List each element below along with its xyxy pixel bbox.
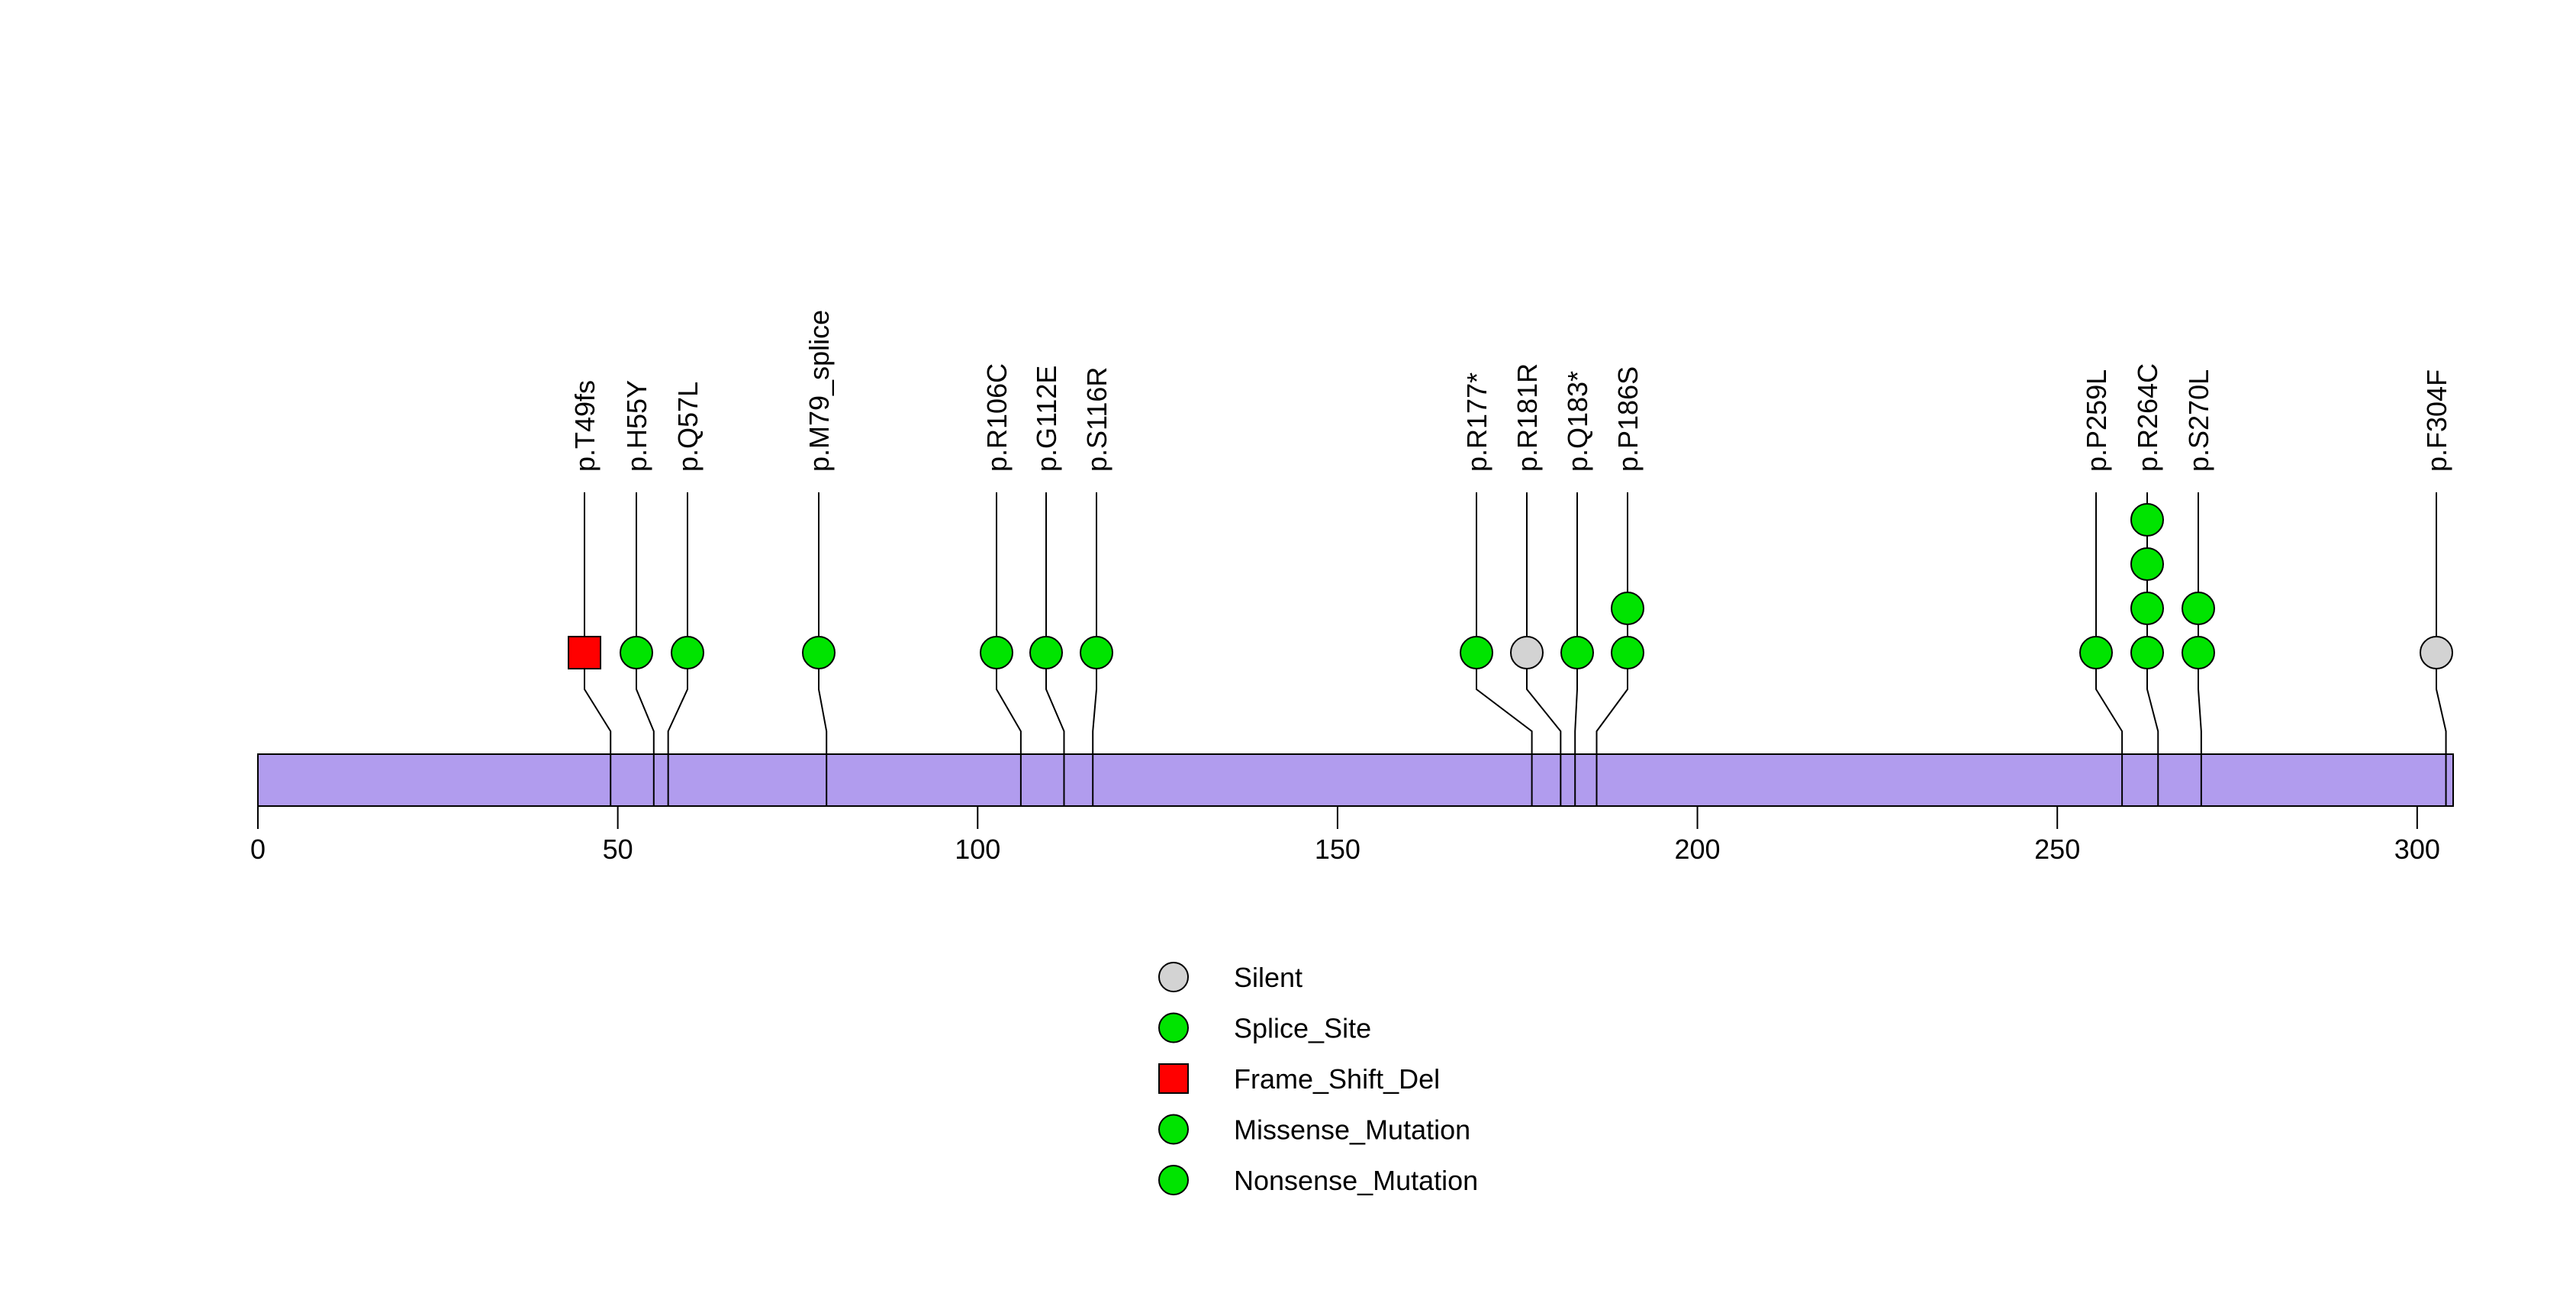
mutation-marker-circle — [2130, 636, 2164, 669]
mutation-ps116r: p.S116R — [1080, 367, 1113, 806]
legend-label: Nonsense_Mutation — [1234, 1165, 1478, 1196]
mutation-pp259l: p.P259L — [2079, 369, 2124, 806]
mutation-marker-circle — [671, 636, 704, 669]
legend-circle-swatch — [1158, 1165, 1189, 1195]
legend: SilentSplice_SiteFrame_Shift_DelMissense… — [1158, 962, 1478, 1196]
mutation-connector-line — [1045, 492, 1065, 806]
legend-item: Missense_Mutation — [1158, 1114, 1470, 1146]
mutation-marker-circle — [620, 636, 653, 669]
mutation-marker-circle — [2130, 547, 2164, 581]
mutation-connector-line — [2198, 492, 2202, 806]
axis-tick: 150 — [1315, 806, 1360, 865]
axis-tick-label: 200 — [1675, 834, 1721, 865]
mutation-connector-line — [1092, 492, 1097, 806]
mutation-label: p.P259L — [2081, 369, 2112, 472]
mutation-marker-square — [568, 636, 601, 669]
legend-item: Silent — [1158, 962, 1302, 993]
mutation-connector-line — [667, 492, 688, 806]
mutation-label: p.H55Y — [621, 380, 652, 472]
mutation-label: p.Q183* — [1562, 371, 1593, 472]
mutation-ph55y: p.H55Y — [620, 380, 655, 806]
axis-tick: 300 — [2394, 806, 2440, 865]
legend-item: Splice_Site — [1158, 1012, 1371, 1044]
mutation-marker-circle — [980, 636, 1013, 669]
legend-circle-swatch — [1158, 1012, 1189, 1043]
mutation-marker-circle — [2130, 592, 2164, 625]
axis-tick: 50 — [603, 806, 633, 865]
axis-tick-label: 50 — [603, 834, 633, 865]
mutation-label: p.R264C — [2132, 363, 2163, 472]
mutation-marker-circle — [2079, 636, 2113, 669]
mutation-label: p.R181R — [1512, 363, 1543, 472]
mutation-label: p.F304F — [2421, 369, 2452, 472]
axis-tick-label: 0 — [250, 834, 266, 865]
mutation-marker-circle — [1611, 636, 1644, 669]
mutation-connector-line — [2095, 492, 2124, 806]
mutation-label: p.Q57L — [672, 382, 704, 472]
mutation-marker-circle — [1560, 636, 1594, 669]
legend-label: Missense_Mutation — [1234, 1114, 1470, 1146]
legend-label: Splice_Site — [1234, 1013, 1371, 1044]
legend-item: Nonsense_Mutation — [1158, 1165, 1478, 1196]
mutation-pq183: p.Q183* — [1560, 371, 1594, 806]
mutation-connector-line — [2146, 492, 2159, 806]
mutation-pr264c: p.R264C — [2130, 363, 2164, 806]
mutation-pm79splice: p.M79_splice — [802, 310, 836, 806]
mutation-marker-circle — [1029, 636, 1063, 669]
mutation-pf304f: p.F304F — [2420, 369, 2453, 806]
mutation-pr181r: p.R181R — [1510, 363, 1562, 806]
mutation-pt49fs: p.T49fs — [568, 380, 612, 806]
axis-tick: 100 — [955, 806, 1000, 865]
mutation-marker-circle — [1611, 592, 1644, 625]
mutation-label: p.T49fs — [569, 380, 601, 472]
mutation-marker-circle — [2130, 503, 2164, 537]
mutation-connector-line — [1596, 492, 1628, 806]
legend-circle-swatch — [1158, 962, 1189, 992]
mutation-pr106c: p.R106C — [980, 363, 1022, 806]
mutation-connector-line — [996, 492, 1022, 806]
mutation-marker-circle — [1460, 636, 1493, 669]
mutation-connector-line — [1476, 492, 1533, 806]
legend-label: Silent — [1234, 962, 1302, 993]
mutation-pr177: p.R177* — [1460, 372, 1533, 806]
mutation-pp186s: p.P186S — [1596, 366, 1644, 806]
mutation-connector-line — [584, 492, 612, 806]
mutation-marker-circle — [2182, 592, 2215, 625]
axis-tick: 250 — [2034, 806, 2080, 865]
mutation-marker-circle — [802, 636, 836, 669]
axis-tick: 0 — [250, 806, 266, 865]
axis-tick-label: 100 — [955, 834, 1000, 865]
mutation-pg112e: p.G112E — [1029, 366, 1065, 806]
mutation-label: p.S270L — [2183, 369, 2214, 472]
legend-item: Frame_Shift_Del — [1158, 1063, 1440, 1095]
mutation-pq57l: p.Q57L — [667, 382, 704, 806]
mutation-label: p.G112E — [1031, 366, 1062, 472]
mutation-marker-circle — [1080, 636, 1113, 669]
axis-tick-label: 150 — [1315, 834, 1360, 865]
mutation-connector-line — [636, 492, 655, 806]
mutation-label: p.M79_splice — [803, 310, 835, 472]
mutation-marker-circle — [2182, 636, 2215, 669]
axis-tick-label: 300 — [2394, 834, 2440, 865]
mutation-connector-line — [2436, 492, 2447, 806]
axis-tick: 200 — [1675, 806, 1721, 865]
mutation-marker-circle — [1510, 636, 1544, 669]
mutation-label: p.R177* — [1461, 372, 1492, 472]
legend-label: Frame_Shift_Del — [1234, 1063, 1440, 1095]
mutation-connector-line — [818, 492, 828, 806]
protein-bar — [257, 753, 2454, 807]
mutation-marker-circle — [2420, 636, 2453, 669]
mutation-label: p.P186S — [1612, 366, 1644, 472]
mutation-label: p.R106C — [981, 363, 1013, 472]
mutation-ps270l: p.S270L — [2182, 369, 2215, 806]
mutation-label: p.S116R — [1081, 367, 1113, 472]
legend-circle-swatch — [1158, 1114, 1189, 1145]
mutation-connector-line — [1526, 492, 1562, 806]
mutation-connector-line — [1574, 492, 1578, 806]
legend-square-swatch — [1158, 1063, 1189, 1094]
axis-tick-label: 250 — [2034, 834, 2080, 865]
